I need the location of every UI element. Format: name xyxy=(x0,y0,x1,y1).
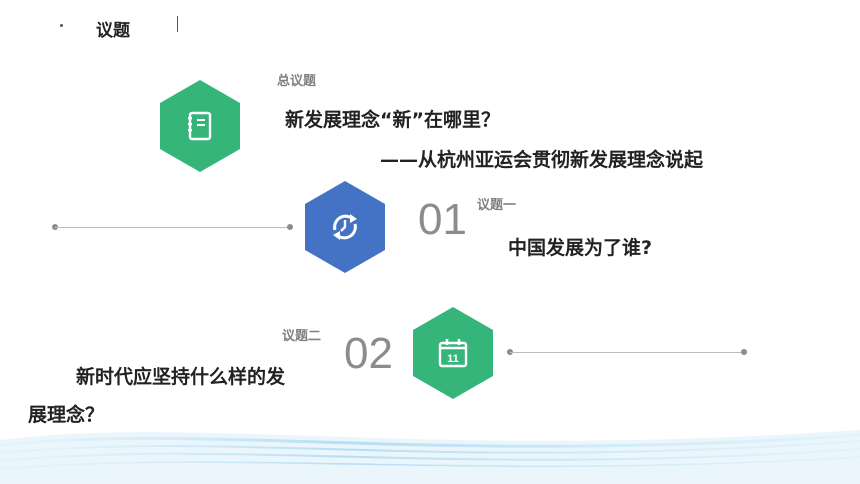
topic-two-number: 02 xyxy=(344,329,393,378)
header-divider xyxy=(177,16,178,32)
topic-two-hexagon: 11 xyxy=(413,307,493,399)
connector-dot-right-2 xyxy=(741,349,747,355)
main-topic-label: 总议题 xyxy=(277,74,317,89)
main-topic-title: 新发展理念“新”在哪里？ xyxy=(285,109,500,131)
topic-one-number: 01 xyxy=(418,195,467,244)
notebook-icon xyxy=(188,111,212,141)
topic-one-hexagon xyxy=(305,181,385,273)
main-topic-hexagon xyxy=(160,80,240,172)
topic-two-title-line2: 展理念？ xyxy=(28,404,105,426)
connector-line-left xyxy=(55,227,290,228)
wave-decoration xyxy=(0,430,860,484)
page-title: 议题 xyxy=(96,21,130,41)
calendar-day-text: 11 xyxy=(447,353,459,365)
topic-one-title: 中国发展为了谁? xyxy=(508,237,653,259)
topic-two-title-line1: 新时代应坚持什么样的发 xyxy=(76,366,286,388)
main-topic-subtitle: ——从杭州亚运会贯彻新发展理念说起 xyxy=(380,149,704,171)
header-dot xyxy=(60,24,63,27)
topic-one-label: 议题一 xyxy=(477,198,517,213)
calendar-icon: 11 xyxy=(438,339,468,368)
connector-dot-right xyxy=(287,224,293,230)
topic-two-label: 议题二 xyxy=(282,329,322,344)
connector-line-right xyxy=(510,352,745,353)
refresh-icon xyxy=(333,214,357,240)
